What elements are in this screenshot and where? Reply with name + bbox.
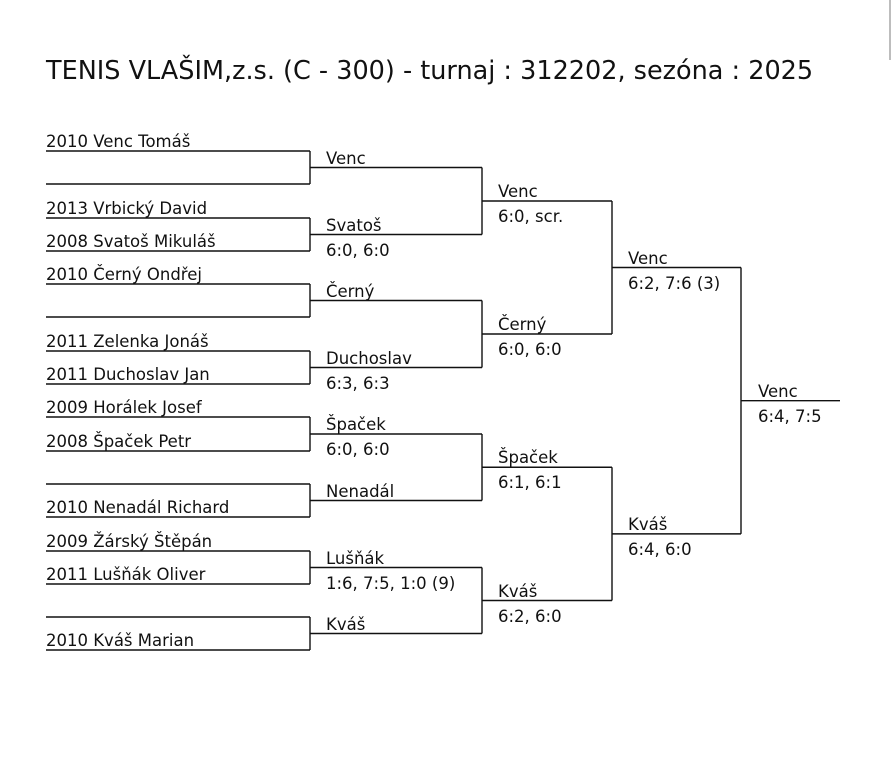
match-score: 6:2, 7:6 (3) [628,273,721,293]
tournament-winner: Venc [758,381,798,401]
match-winner: Venc [326,148,366,168]
player-name: 2008 Svatoš Mikuláš [46,232,216,251]
player-name: 2011 Zelenka Jonáš [46,332,209,351]
player-name: 2013 Vrbický David [46,199,208,218]
match-score: 6:0, 6:0 [498,340,562,359]
match-score: 6:3, 6:3 [326,373,390,393]
player-name: 2010 Černý Ondřej [46,265,202,284]
match-score: 1:6, 7:5, 1:0 (9) [326,573,456,593]
page-edge-divider [889,0,891,60]
match-score: 6:4, 6:0 [628,539,692,559]
match-winner: Kváš [498,581,538,601]
match-winner: Kváš [628,514,668,534]
player-name: 2010 Kváš Marian [46,631,195,650]
match-winner: Venc [628,248,668,268]
match-score: 6:0, scr. [498,207,564,226]
match-winner: Černý [326,281,375,301]
match-winner: Černý [498,315,547,334]
player-name: 2008 Špaček Petr [46,432,192,451]
match-score: 6:0, 6:0 [326,440,390,459]
match-winner: Špaček [498,448,558,468]
match-winner: Špaček [326,415,386,434]
final-score: 6:4, 7:5 [758,406,822,426]
player-name: 2011 Lušňák Oliver [46,565,206,584]
player-name: 2009 Žárský Štěpán [46,532,213,551]
match-score: 6:2, 6:0 [498,606,562,626]
match-winner: Lušňák [326,548,385,568]
player-name: 2010 Nenadál Richard [46,498,230,517]
match-score: 6:0, 6:0 [326,240,390,260]
player-name: 2009 Horálek Josef [46,398,202,417]
match-winner: Nenadál [326,481,395,501]
match-winner: Duchoslav [326,348,412,368]
page-title: TENIS VLAŠIM,z.s. (C - 300) - turnaj : 3… [46,56,814,86]
match-winner: Svatoš [326,215,382,235]
match-winner: Kváš [326,614,366,634]
match-score: 6:1, 6:1 [498,473,562,493]
player-name: 2010 Venc Tomáš [46,132,191,151]
match-winner: Venc [498,182,538,201]
player-name: 2011 Duchoslav Jan [46,365,210,384]
